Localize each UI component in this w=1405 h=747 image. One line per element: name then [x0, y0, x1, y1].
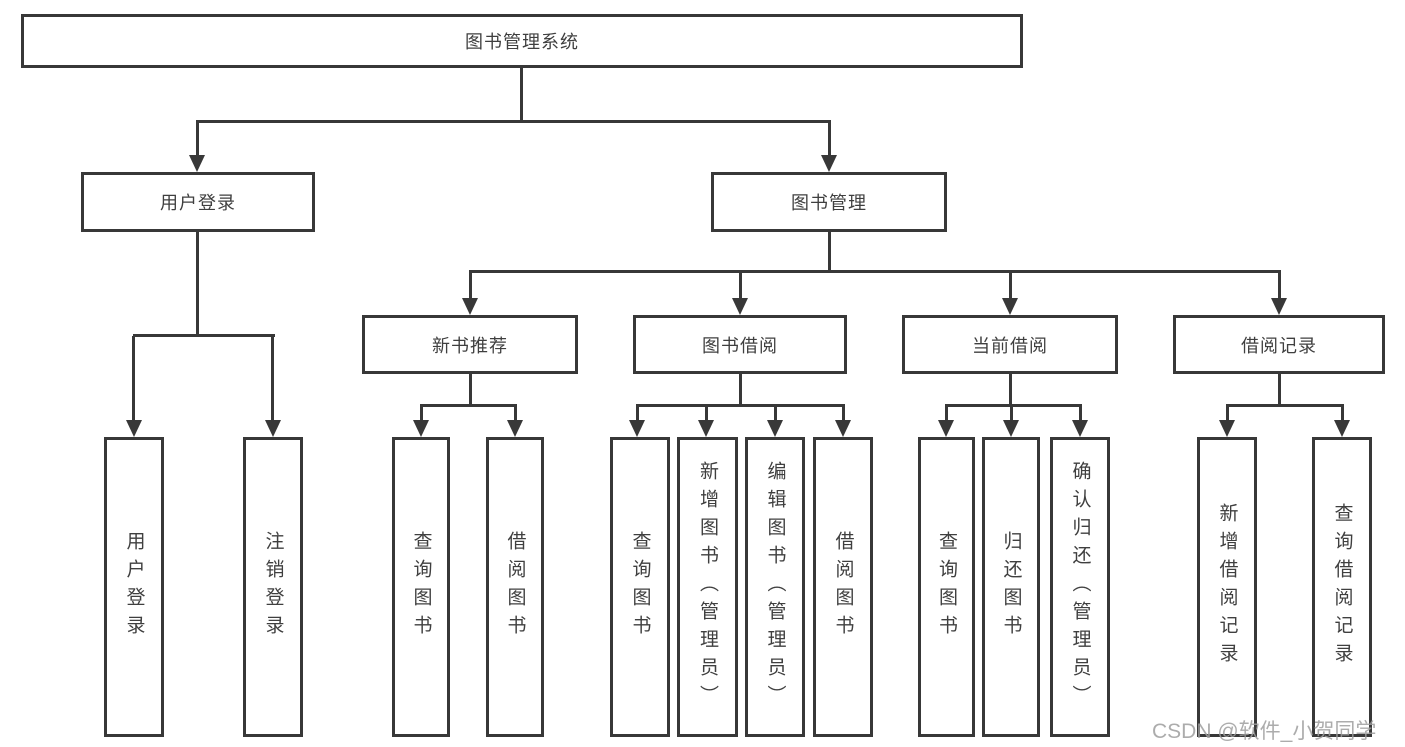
- node-leaf-add-books-admin: 新增图书（管理员）: [677, 437, 738, 737]
- connector-line: [945, 406, 948, 422]
- node-leaf-borrowing-query-books: 查询图书: [610, 437, 670, 737]
- connector-line: [828, 122, 831, 158]
- node-leaf-borrowing-query-books-label: 查询图书: [629, 531, 651, 643]
- node-leaf-newbook-borrow-books: 借阅图书: [486, 437, 544, 737]
- node-leaf-user-login: 用户登录: [104, 437, 164, 737]
- node-leaf-edit-books-admin-label: 编辑图书（管理员）: [764, 461, 786, 713]
- node-leaf-edit-books-admin: 编辑图书（管理员）: [745, 437, 805, 737]
- connector-line: [828, 232, 831, 272]
- connector-line: [133, 334, 275, 337]
- node-leaf-newbook-query-books-label: 查询图书: [410, 531, 432, 643]
- arrow-down-icon: [629, 420, 645, 437]
- node-user-login: 用户登录: [81, 172, 315, 232]
- node-leaf-return-books: 归还图书: [982, 437, 1040, 737]
- connector-line: [196, 232, 199, 336]
- node-book-borrowing: 图书借阅: [633, 315, 847, 374]
- arrow-down-icon: [767, 420, 783, 437]
- connector-line: [132, 336, 135, 422]
- arrow-down-icon: [1334, 420, 1350, 437]
- arrow-down-icon: [1072, 420, 1088, 437]
- connector-line: [774, 406, 777, 422]
- node-leaf-logout-label: 注销登录: [262, 531, 284, 643]
- node-leaf-user-login-label: 用户登录: [123, 531, 145, 643]
- connector-line: [1010, 406, 1013, 422]
- connector-line: [636, 404, 845, 407]
- connector-line: [842, 406, 845, 422]
- connector-line: [514, 406, 517, 422]
- node-book-management: 图书管理: [711, 172, 947, 232]
- connector-line: [1278, 374, 1281, 406]
- connector-line: [196, 120, 831, 123]
- arrow-down-icon: [1003, 420, 1019, 437]
- connector-line: [1079, 406, 1082, 422]
- connector-line: [469, 272, 472, 298]
- arrow-down-icon: [265, 420, 281, 437]
- connector-line: [945, 404, 1082, 407]
- connector-line: [739, 272, 742, 298]
- node-leaf-current-query-books-label: 查询图书: [936, 531, 957, 643]
- node-leaf-current-query-books: 查询图书: [918, 437, 975, 737]
- arrow-down-icon: [507, 420, 523, 437]
- connector-line: [1341, 406, 1344, 422]
- node-current-borrowing-label: 当前借阅: [972, 335, 1048, 356]
- node-root-system: 图书管理系统: [21, 14, 1023, 68]
- node-new-book-recommend: 新书推荐: [362, 315, 578, 374]
- node-current-borrowing: 当前借阅: [902, 315, 1118, 374]
- arrow-down-icon: [938, 420, 954, 437]
- arrow-down-icon: [1271, 298, 1287, 315]
- node-leaf-add-borrow-record-label: 新增借阅记录: [1216, 503, 1238, 671]
- connector-line: [271, 336, 274, 422]
- csdn-watermark: CSDN @软件_小贺同学: [1152, 720, 1377, 743]
- arrow-down-icon: [732, 298, 748, 315]
- node-user-login-label: 用户登录: [160, 193, 236, 213]
- node-borrow-records-label: 借阅记录: [1241, 335, 1317, 356]
- node-book-management-label: 图书管理: [791, 193, 867, 213]
- node-leaf-return-books-label: 归还图书: [1000, 531, 1022, 643]
- connector-line: [739, 374, 742, 406]
- arrow-down-icon: [698, 420, 714, 437]
- node-leaf-logout: 注销登录: [243, 437, 303, 737]
- node-book-borrowing-label: 图书借阅: [702, 335, 778, 356]
- arrow-down-icon: [1219, 420, 1235, 437]
- node-leaf-newbook-query-books: 查询图书: [392, 437, 450, 737]
- connector-line: [420, 406, 423, 422]
- arrow-down-icon: [126, 420, 142, 437]
- node-leaf-query-borrow-record: 查询借阅记录: [1312, 437, 1372, 737]
- connector-line: [1278, 272, 1281, 298]
- connector-line: [196, 122, 199, 158]
- connector-line: [705, 406, 708, 422]
- connector-line: [520, 68, 523, 122]
- node-leaf-borrowing-borrow-books-label: 借阅图书: [832, 531, 854, 643]
- arrow-down-icon: [413, 420, 429, 437]
- node-leaf-confirm-return-admin-label: 确认归还（管理员）: [1069, 461, 1091, 713]
- node-new-book-recommend-label: 新书推荐: [432, 335, 508, 356]
- arrow-down-icon: [1002, 298, 1018, 315]
- node-root-system-label: 图书管理系统: [465, 32, 579, 52]
- arrow-down-icon: [821, 155, 837, 172]
- node-leaf-confirm-return-admin: 确认归还（管理员）: [1050, 437, 1110, 737]
- node-leaf-add-books-admin-label: 新增图书（管理员）: [697, 461, 718, 713]
- node-leaf-borrowing-borrow-books: 借阅图书: [813, 437, 873, 737]
- node-leaf-add-borrow-record: 新增借阅记录: [1197, 437, 1257, 737]
- node-borrow-records: 借阅记录: [1173, 315, 1385, 374]
- connector-line: [1009, 272, 1012, 298]
- arrow-down-icon: [835, 420, 851, 437]
- connector-line: [469, 270, 1281, 273]
- connector-line: [636, 406, 639, 422]
- connector-line: [469, 374, 472, 406]
- connector-line: [1009, 374, 1012, 406]
- arrow-down-icon: [462, 298, 478, 315]
- connector-line: [1226, 404, 1344, 407]
- node-leaf-newbook-borrow-books-label: 借阅图书: [504, 531, 526, 643]
- connector-line: [420, 404, 517, 407]
- connector-line: [1226, 406, 1229, 422]
- arrow-down-icon: [189, 155, 205, 172]
- node-leaf-query-borrow-record-label: 查询借阅记录: [1331, 503, 1353, 671]
